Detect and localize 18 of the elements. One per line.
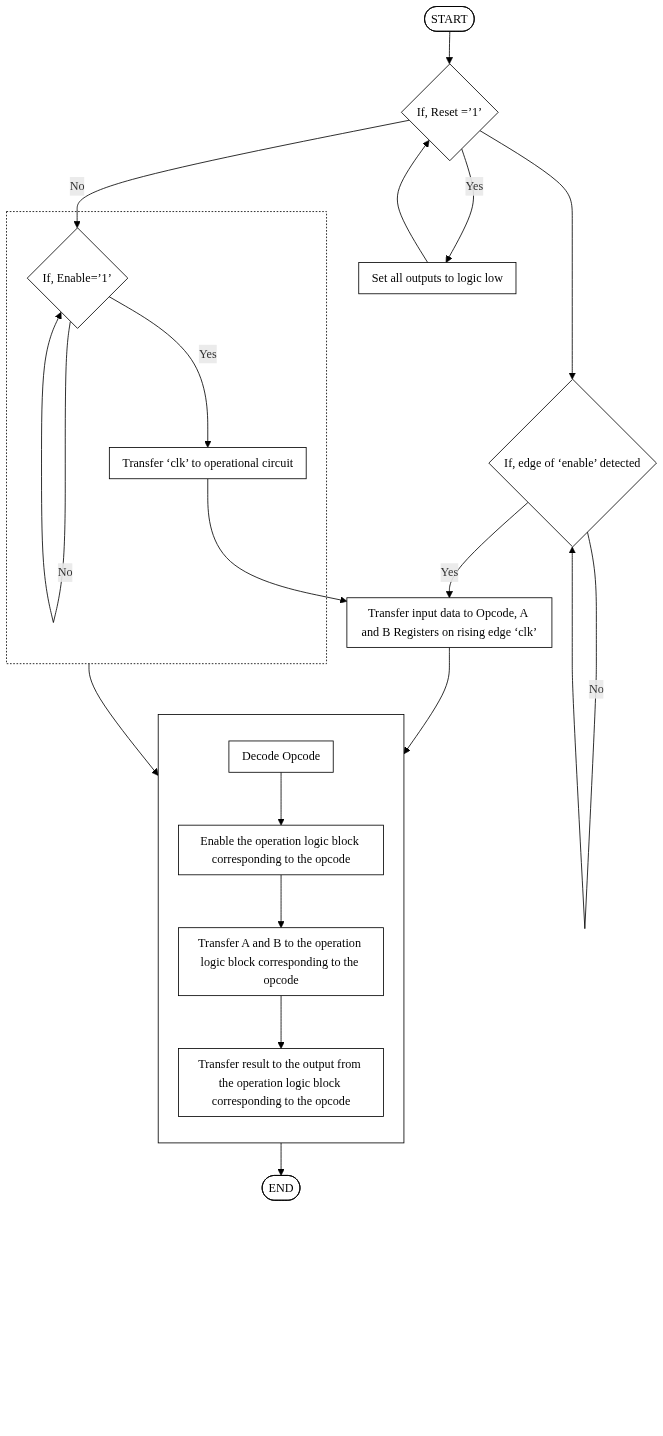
node-box: Transfer result to the output from the operation logic block corresponding to the opcode bbox=[178, 1048, 384, 1117]
node-box: Transfer A and B to the operation logic block corresponding to the opcode bbox=[178, 927, 384, 997]
edge-label: Yes bbox=[465, 179, 484, 193]
edge-label: No bbox=[57, 565, 73, 579]
edge-label: Yes bbox=[198, 347, 217, 361]
node-diamond: If, Reset =’1’ bbox=[401, 63, 499, 162]
node-box: Enable the operation logic block corresponding to the opcode bbox=[178, 824, 384, 876]
node-box: Transfer ‘clk’ to operational circuit bbox=[108, 447, 307, 480]
cluster bbox=[157, 714, 405, 1144]
node-diamond: If, Enable=’1’ bbox=[26, 227, 129, 329]
node-diamond: If, edge of ‘enable’ detected bbox=[488, 378, 657, 548]
edge-label: Yes bbox=[440, 565, 459, 579]
edge-label: No bbox=[588, 682, 604, 696]
cluster bbox=[6, 211, 327, 665]
node-box: Decode Opcode bbox=[228, 740, 334, 773]
edge-label: No bbox=[69, 179, 85, 193]
node-box: Transfer input data to Opcode, A and B Registers on rising edge ‘clk’ bbox=[346, 597, 553, 648]
node-box: Set all outputs to logic low bbox=[358, 262, 517, 295]
